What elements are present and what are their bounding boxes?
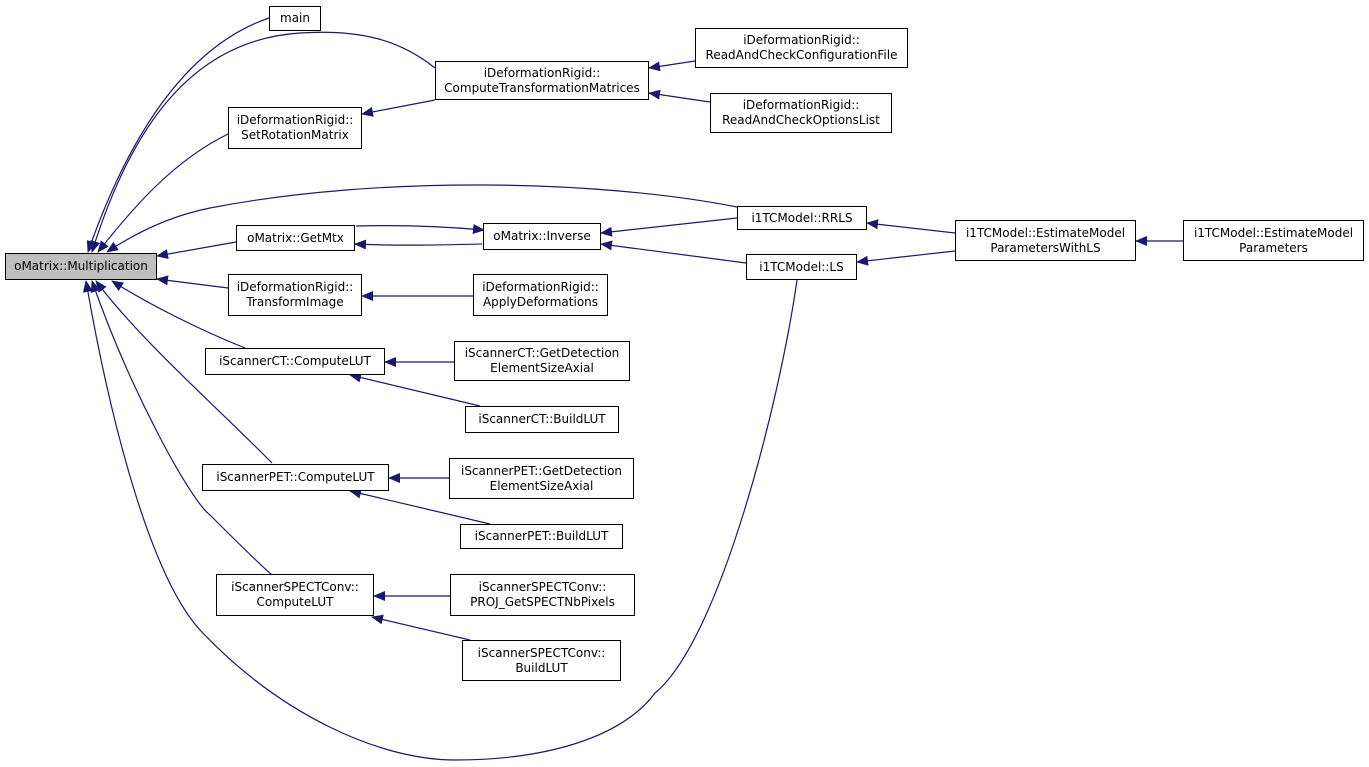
node-label-line: ReadAndCheckConfigurationFile: [705, 48, 898, 62]
node-label-line: iDeformationRigid::: [482, 280, 599, 294]
node-label-line: ComputeLUT: [256, 595, 334, 609]
node-spect-compute-lut[interactable]: iScannerSPECTConv::ComputeLUT: [216, 574, 374, 616]
edge-pet-compute-lut-to-multiplication: [95, 280, 273, 464]
node-label-line: iScannerPET::GetDetection: [460, 463, 623, 478]
node-label-line: iScannerCT::BuildLUT: [478, 412, 606, 426]
node-pet-compute-lut[interactable]: iScannerPET::ComputeLUT: [202, 464, 389, 491]
edge-estimate-with-ls-to-rrls: [866, 219, 956, 234]
edge-ct-compute-lut-to-multiplication: [111, 280, 246, 349]
edge-spect-build-lut-to-spect-compute-lut: [371, 614, 471, 641]
edge-ct-build-lut-to-ct-compute-lut: [349, 372, 481, 407]
edge-inverse-to-get-mtx: [354, 239, 483, 250]
node-label-line: i1TCModel::RRLS: [751, 210, 853, 225]
node-label-line: iScannerCT::GetDetection: [464, 346, 620, 360]
node-label-line: iDeformationRigid::: [483, 65, 601, 80]
node-label-line: i1TCModel::LS: [759, 259, 844, 274]
node-ct-build-lut[interactable]: iScannerCT::BuildLUT: [465, 406, 619, 433]
node-label-line: ElementSizeAxial: [489, 478, 594, 493]
node-label-line: iDeformationRigid::: [742, 98, 860, 112]
edge-read-configuration-to-compute-transformation-matrices: [648, 60, 696, 72]
edge-get-mtx-to-inverse: [355, 224, 485, 234]
node-label-line: iDeformationRigid::: [236, 280, 354, 294]
node-label-line: ElementSizeAxial: [490, 361, 594, 375]
node-label-line: ComputeTransformationMatrices: [444, 80, 640, 95]
edge-compute-transformation-matrices-to-multiplication: [90, 31, 436, 253]
edge-ls-to-inverse: [600, 240, 747, 264]
node-label-line: iScannerSPECTConv::: [231, 580, 359, 594]
node-transform-image[interactable]: iDeformationRigid::TransformImage: [228, 274, 362, 316]
node-label-line: oMatrix::GetMtx: [247, 230, 344, 245]
node-label-line: oMatrix::Inverse: [493, 229, 591, 243]
node-label-line: i1TCModel::EstimateModel: [1193, 225, 1354, 240]
node-label-line: iDeformationRigid::: [743, 33, 860, 47]
node-multiplication: oMatrix::Multiplication: [5, 253, 157, 280]
node-label-line: iScannerSPECTConv::: [478, 580, 607, 594]
edge-rrls-to-inverse: [600, 217, 738, 237]
node-label-line: ParametersWithLS: [990, 240, 1101, 255]
node-apply-deformations[interactable]: iDeformationRigid::ApplyDeformations: [473, 274, 608, 316]
node-label-line: iScannerCT::ComputeLUT: [219, 354, 371, 368]
edge-compute-transformation-matrices-to-set-rotation-matrix: [361, 99, 436, 117]
node-ct-compute-lut[interactable]: iScannerCT::ComputeLUT: [205, 348, 385, 375]
node-label-line: SetRotationMatrix: [241, 128, 349, 142]
node-label-line: Parameters: [1239, 240, 1308, 255]
node-get-mtx[interactable]: oMatrix::GetMtx: [236, 225, 355, 251]
edge-set-rotation-matrix-to-multiplication: [97, 133, 229, 253]
edge-estimate-with-ls-to-ls: [856, 250, 956, 266]
node-read-configuration-file[interactable]: iDeformationRigid::ReadAndCheckConfigura…: [695, 28, 908, 68]
node-label-line: ReadAndCheckOptionsList: [722, 113, 880, 127]
node-label-line: iScannerPET::ComputeLUT: [216, 470, 375, 484]
node-label-line: main: [280, 11, 310, 25]
node-inverse[interactable]: oMatrix::Inverse: [483, 223, 601, 250]
node-label-line: i1TCModel::EstimateModel: [965, 225, 1126, 240]
node-label-line: iDeformationRigid::: [236, 113, 354, 127]
edge-main-to-multiplication: [86, 17, 270, 253]
node-main[interactable]: main: [269, 6, 321, 31]
node-label-line: oMatrix::Multiplication: [14, 259, 148, 273]
node-label-line: TransformImage: [246, 295, 344, 309]
node-spect-build-lut[interactable]: iScannerSPECTConv::BuildLUT: [462, 640, 621, 681]
node-set-rotation-matrix[interactable]: iDeformationRigid::SetRotationMatrix: [228, 107, 362, 149]
node-label-line: ApplyDeformations: [482, 295, 599, 309]
edge-ls-to-multiplication: [82, 279, 798, 761]
node-label-line: iScannerPET::BuildLUT: [474, 529, 609, 543]
node-label-line: PROJ_GetSPECTNbPixels: [470, 595, 615, 609]
node-label-line: iScannerSPECTConv::: [477, 645, 606, 660]
node-label-line: BuildLUT: [515, 660, 568, 675]
node-ls[interactable]: i1TCModel::LS: [746, 254, 857, 280]
node-spect-proj-get[interactable]: iScannerSPECTConv::PROJ_GetSPECTNbPixels: [450, 574, 635, 616]
node-rrls[interactable]: i1TCModel::RRLS: [737, 206, 867, 230]
edge-transform-image-to-multiplication: [156, 275, 229, 289]
edge-rrls-to-multiplication: [106, 184, 738, 253]
edge-get-mtx-to-multiplication: [156, 241, 237, 260]
edge-pet-build-lut-to-pet-compute-lut: [349, 488, 491, 525]
edge-read-options-to-compute-transformation-matrices: [648, 89, 711, 103]
node-compute-transformation-matrices[interactable]: iDeformationRigid::ComputeTransformation…: [435, 61, 649, 100]
edge-spect-compute-lut-to-multiplication: [90, 280, 273, 576]
node-read-options-list[interactable]: iDeformationRigid::ReadAndCheckOptionsLi…: [710, 93, 892, 133]
node-pet-build-lut[interactable]: iScannerPET::BuildLUT: [460, 524, 623, 549]
